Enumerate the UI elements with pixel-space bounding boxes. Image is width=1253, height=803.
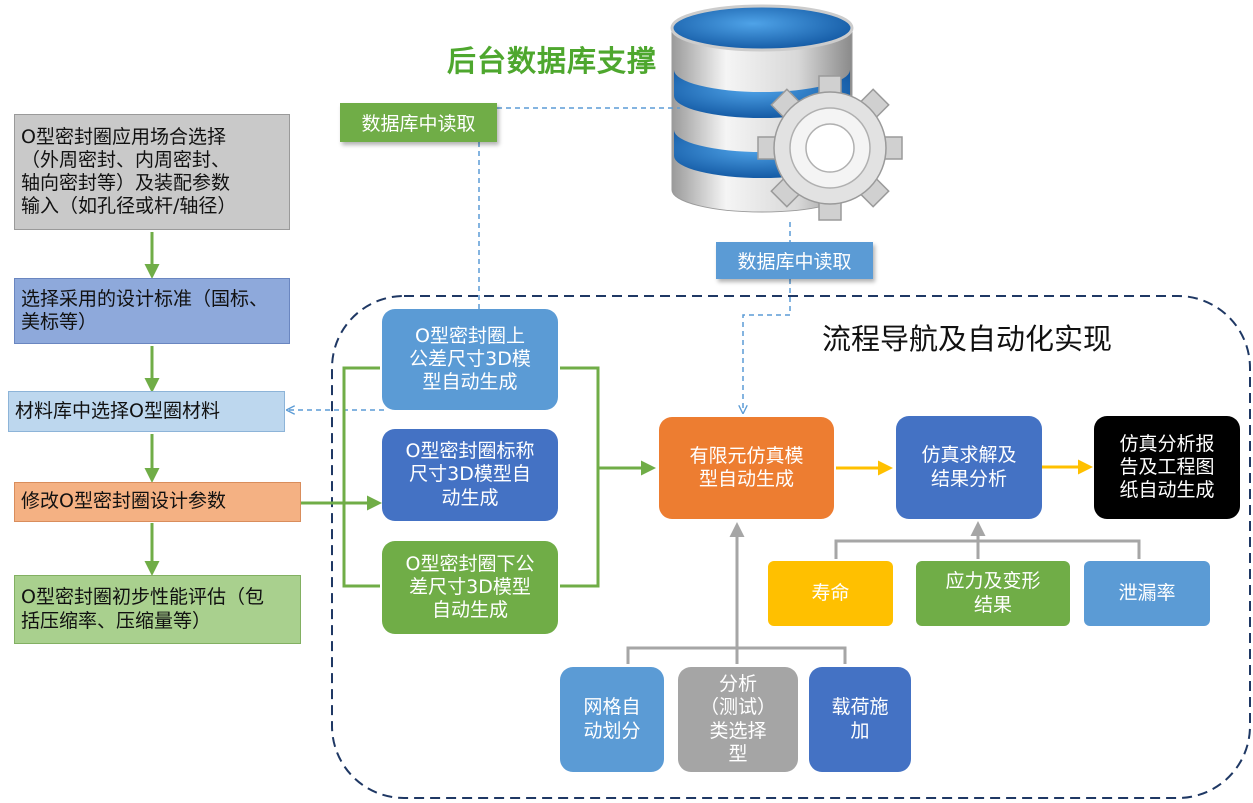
automation-region-border: [331, 295, 1251, 799]
step-material-selection: 材料库中选择O型圈材料: [8, 391, 285, 432]
model-lower-tolerance: O型密封圈下公 差尺寸3D模型 自动生成: [382, 541, 558, 634]
step-modify-parameters: 修改O型密封圈设计参数: [14, 482, 301, 522]
result-stress-deformation: 应力及变形 结果: [916, 561, 1070, 626]
simulation-solve-analysis: 仿真求解及 结果分析: [896, 416, 1042, 519]
fem-model-generation: 有限元仿真模 型自动生成: [659, 417, 834, 519]
database-gear-icon: [670, 4, 903, 221]
db-read-tag-right: 数据库中读取: [716, 242, 873, 279]
step-initial-evaluation: O型密封圈初步性能评估（包 括压缩率、压缩量等）: [14, 575, 301, 644]
db-read-tag-left: 数据库中读取: [340, 103, 497, 142]
result-life: 寿命: [768, 561, 893, 626]
db-support-title: 后台数据库支撑: [447, 44, 658, 78]
result-leakage: 泄漏率: [1084, 561, 1210, 626]
model-nominal-size: O型密封圈标称 尺寸3D模型自 动生成: [382, 429, 558, 521]
step-application-selection: O型密封圈应用场合选择 （外周密封、内周密封、 轴向密封等）及装配参数 输入（如…: [14, 114, 290, 230]
step-design-standard: 选择采用的设计标准（国标、 美标等）: [14, 278, 290, 344]
input-auto-mesh: 网格自 动划分: [560, 667, 664, 772]
input-analysis-type: 分析 （测试） 类选择 型: [678, 667, 798, 772]
region-title: 流程导航及自动化实现: [822, 322, 1113, 356]
model-upper-tolerance: O型密封圈上 公差尺寸3D模 型自动生成: [382, 309, 558, 410]
input-load-application: 载荷施 加: [809, 667, 911, 772]
report-generation: 仿真分析报 告及工程图 纸自动生成: [1094, 416, 1240, 519]
